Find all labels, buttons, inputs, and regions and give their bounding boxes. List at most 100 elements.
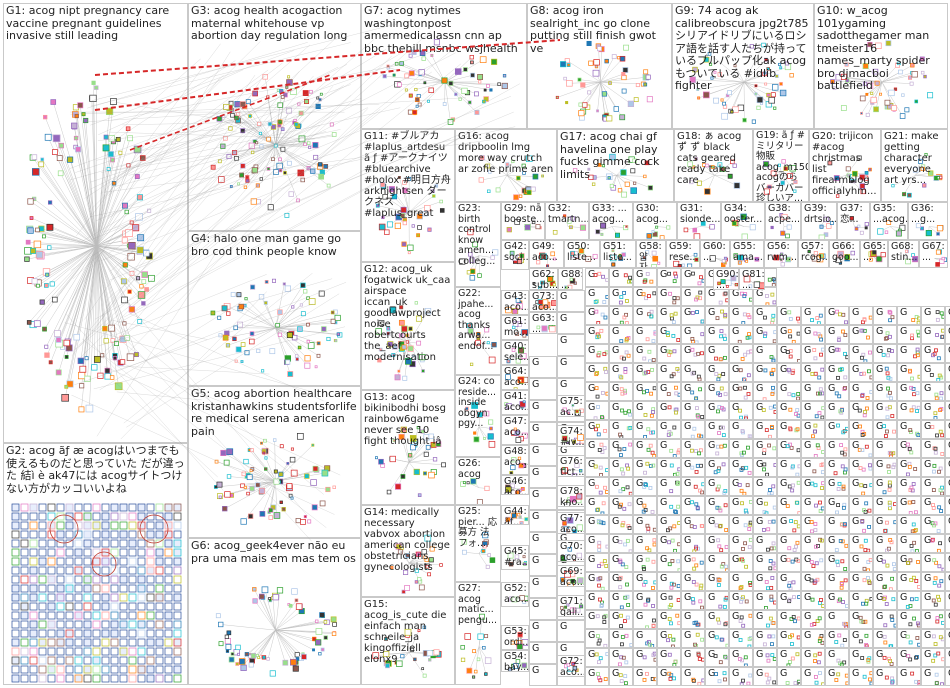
node xyxy=(103,326,108,331)
node-square xyxy=(916,330,919,333)
node-square xyxy=(742,559,745,562)
node-square xyxy=(720,549,723,552)
node xyxy=(250,285,254,289)
node xyxy=(459,98,461,100)
node xyxy=(565,101,567,103)
node xyxy=(845,79,849,83)
edge xyxy=(409,653,438,655)
node xyxy=(587,41,591,45)
node-square xyxy=(789,428,792,431)
node xyxy=(484,634,487,637)
cluster-drawing-g52 xyxy=(502,583,529,607)
node-square xyxy=(597,354,600,357)
node-square xyxy=(844,468,847,471)
node xyxy=(521,406,523,408)
node xyxy=(540,253,545,258)
edge xyxy=(245,481,275,487)
node-square xyxy=(621,563,624,566)
edge xyxy=(507,175,533,189)
node-square xyxy=(933,447,936,450)
node-square xyxy=(862,468,865,471)
node-square xyxy=(627,280,630,283)
group-label-g58: G58: 얍자... xyxy=(639,242,663,268)
minor-group-cell: G xyxy=(705,553,729,572)
node-square xyxy=(676,614,679,617)
node xyxy=(617,57,619,59)
minor-group-glyph: G xyxy=(636,270,654,281)
node-square xyxy=(841,644,844,647)
node xyxy=(289,604,292,607)
node xyxy=(573,440,576,443)
node xyxy=(265,457,267,459)
node xyxy=(120,630,127,637)
node-square xyxy=(792,340,795,343)
minor-group-cell: G xyxy=(897,667,921,686)
edge xyxy=(409,653,435,654)
node xyxy=(75,567,82,574)
node-square xyxy=(621,524,624,527)
node-square xyxy=(692,678,695,681)
cluster-drawing-g58 xyxy=(637,241,666,268)
edge xyxy=(57,138,97,246)
minor-group-cell: G xyxy=(657,420,681,439)
node xyxy=(57,657,64,664)
node-square xyxy=(772,520,775,523)
node-square xyxy=(837,348,840,351)
node-square xyxy=(843,430,846,433)
minor-group-cell: G xyxy=(777,401,801,420)
edge xyxy=(882,73,912,82)
edge xyxy=(97,246,101,376)
node xyxy=(623,45,628,50)
edge xyxy=(42,159,96,246)
node xyxy=(269,516,273,520)
minor-group-glyph: G xyxy=(612,555,630,566)
node-square xyxy=(700,524,703,527)
edge xyxy=(76,147,97,246)
node xyxy=(278,103,283,108)
minor-group-cell: G xyxy=(825,439,849,458)
node xyxy=(510,597,515,602)
edge xyxy=(97,246,123,339)
node xyxy=(48,612,55,619)
minor-group-cell: G xyxy=(633,629,657,648)
node xyxy=(385,664,389,668)
cluster-drawing-g39 xyxy=(802,203,837,240)
node-square xyxy=(916,351,919,354)
node-square xyxy=(932,599,935,602)
node-square xyxy=(888,310,891,313)
node-square xyxy=(652,604,655,607)
minor-group-cell: G xyxy=(849,477,873,496)
edge xyxy=(257,630,275,655)
minor-group-cell: G xyxy=(801,401,825,420)
node xyxy=(674,261,679,266)
node-square xyxy=(700,606,703,609)
node xyxy=(808,250,810,252)
node-square xyxy=(647,641,650,644)
node-square xyxy=(765,673,768,676)
edge xyxy=(469,256,479,273)
minor-group-cell: G xyxy=(849,458,873,477)
node-square xyxy=(652,340,655,343)
node-square xyxy=(815,545,818,548)
edge xyxy=(409,342,411,348)
node-square xyxy=(861,520,864,523)
node xyxy=(621,170,626,175)
node-square xyxy=(820,338,823,341)
node-square xyxy=(741,659,744,662)
node xyxy=(238,306,242,310)
minor-group-cell: G xyxy=(849,534,873,553)
node xyxy=(237,293,241,297)
node xyxy=(573,666,577,670)
node-square xyxy=(644,471,647,474)
node-square xyxy=(771,357,774,360)
minor-group-cell: G xyxy=(657,458,681,477)
node xyxy=(235,360,237,362)
node-square xyxy=(772,542,775,545)
edge xyxy=(38,246,97,286)
node xyxy=(406,334,409,337)
node xyxy=(778,164,780,166)
node xyxy=(701,221,705,225)
node xyxy=(21,603,28,610)
edge xyxy=(276,630,304,657)
node-square xyxy=(600,416,603,419)
